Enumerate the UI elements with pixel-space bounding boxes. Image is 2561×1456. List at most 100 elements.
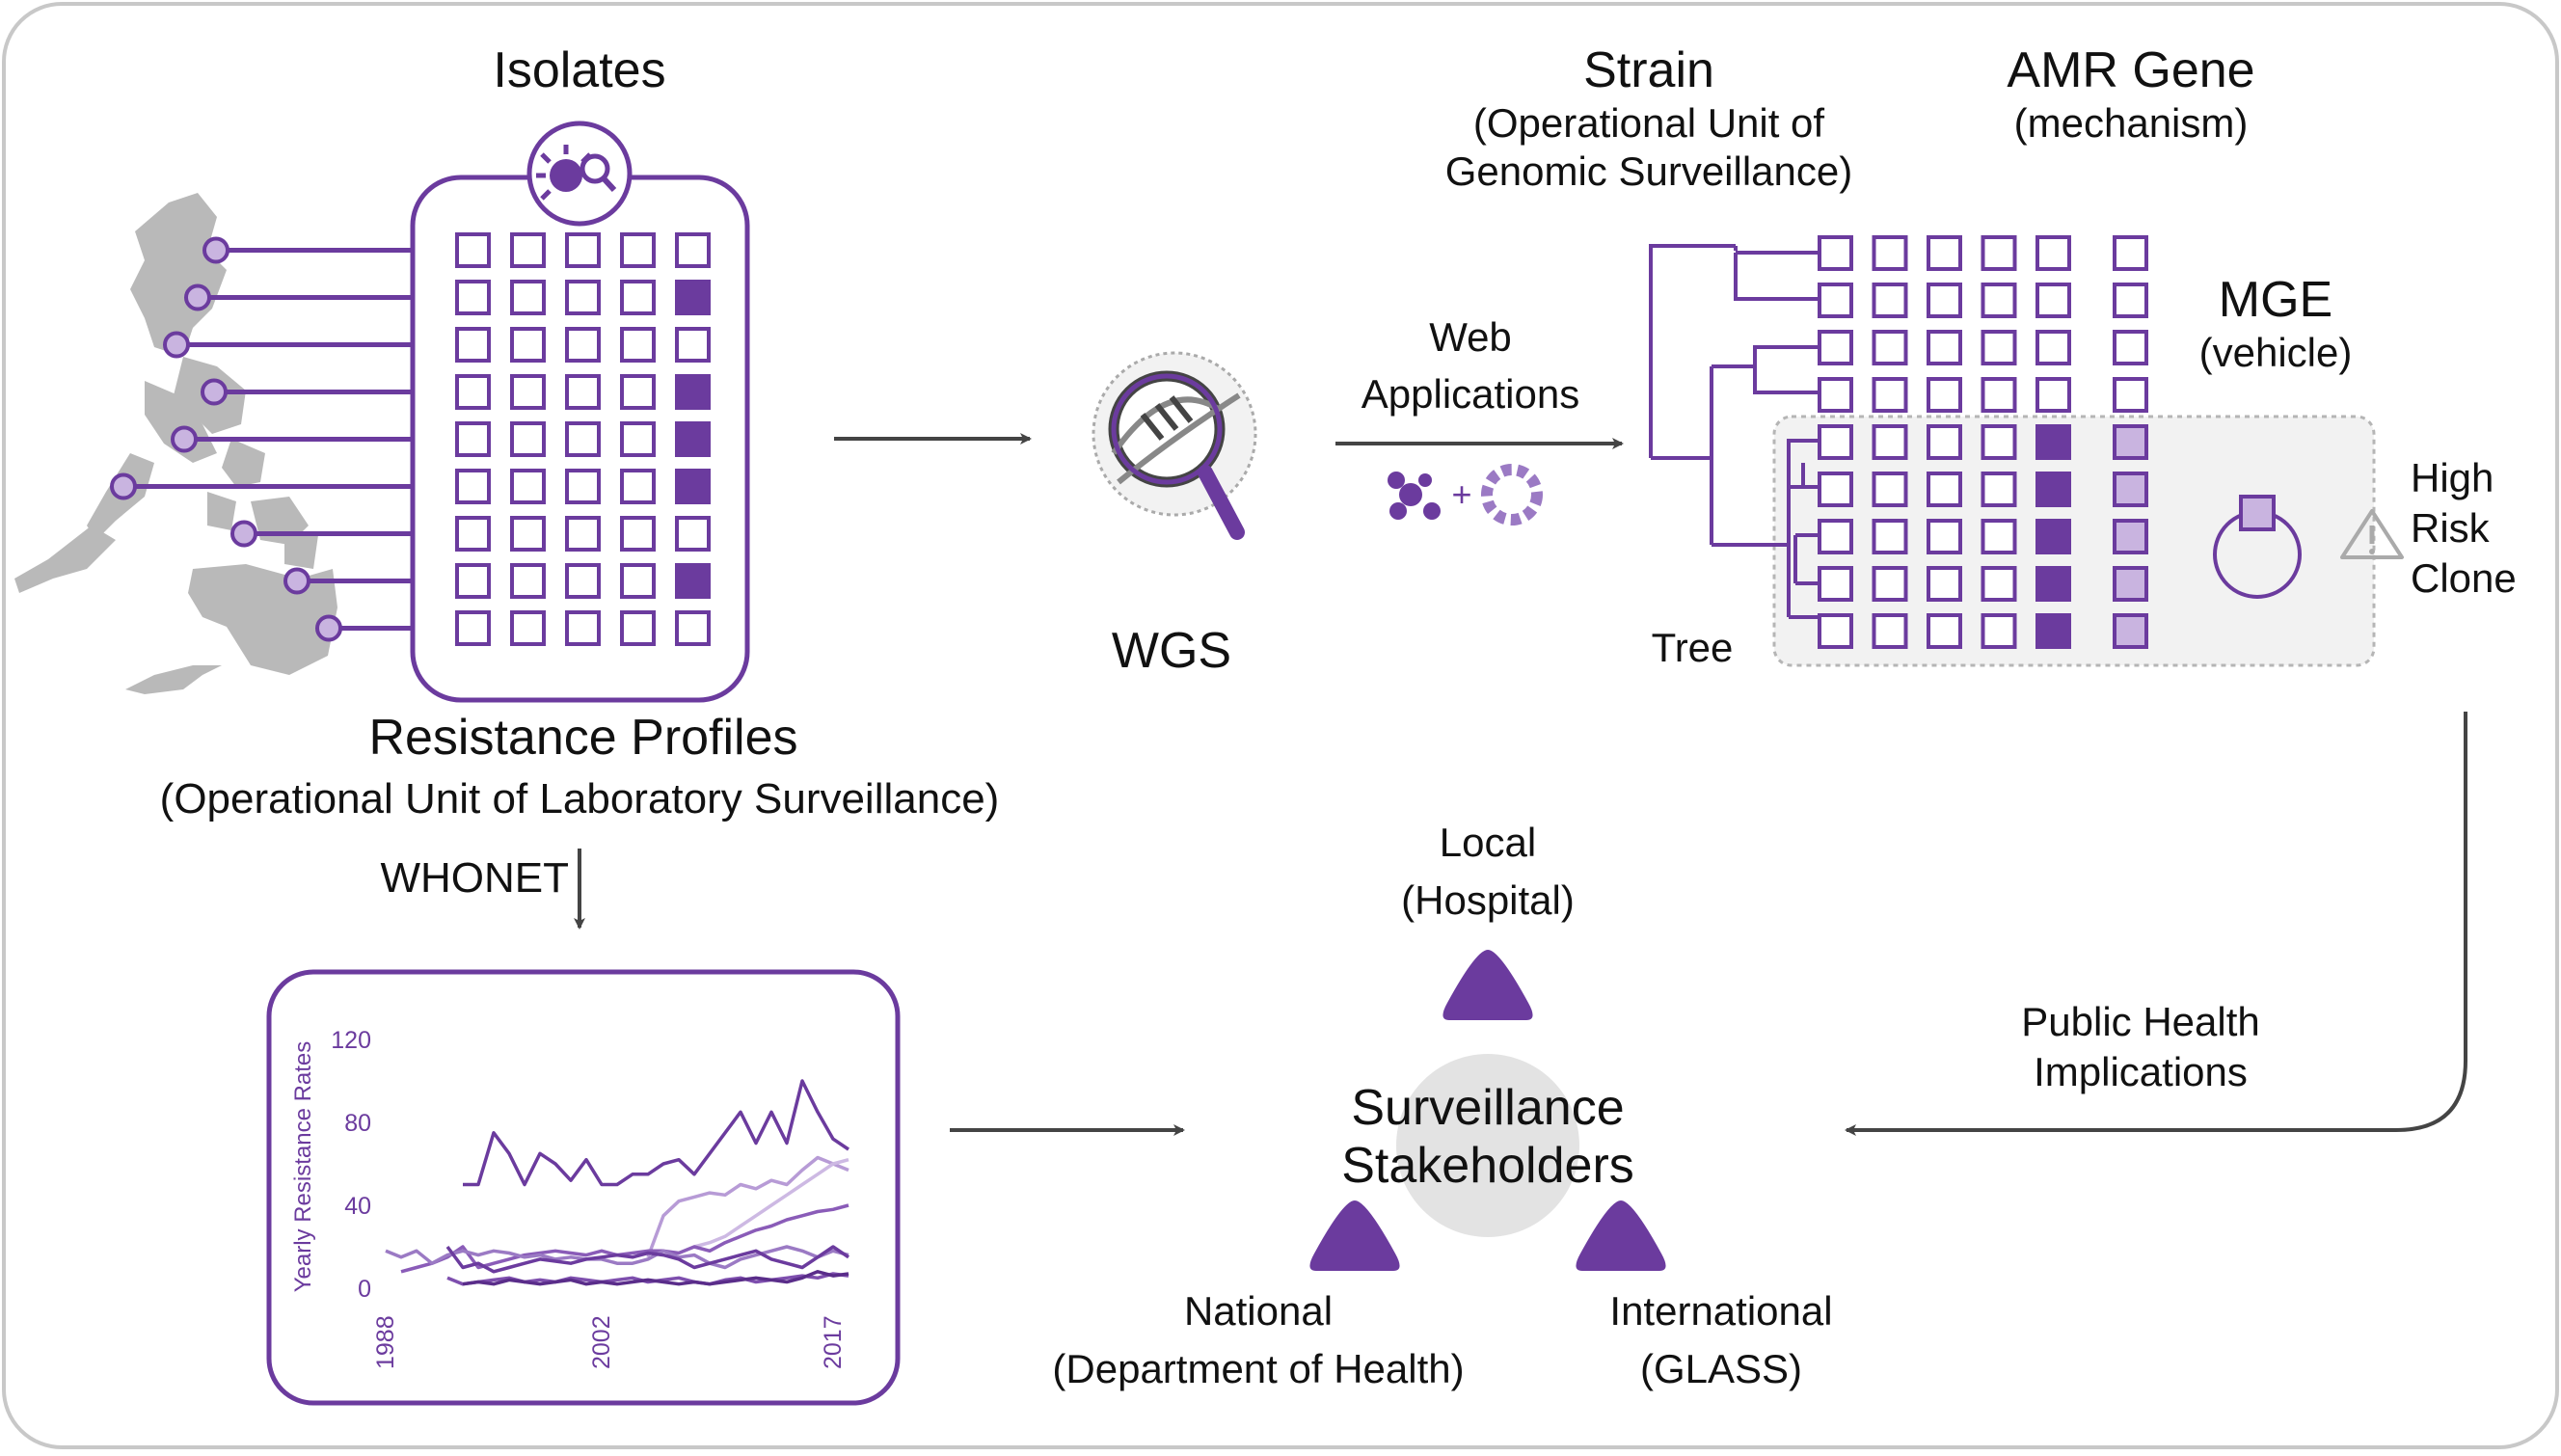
- stakeholders-line2: Stakeholders: [1341, 1138, 1634, 1194]
- international-line1: International: [1609, 1288, 1833, 1334]
- strain-cell: [1818, 235, 1853, 271]
- stakeholders-line1: Surveillance: [1351, 1080, 1625, 1136]
- pin-dot: [110, 472, 137, 500]
- clone-label: Clone: [2411, 555, 2517, 601]
- isolate-cell: [510, 327, 546, 363]
- strain-cell: [1872, 377, 1908, 413]
- strain-cell: [1927, 235, 1962, 271]
- pin-dot: [163, 331, 190, 359]
- isolate-cell: [510, 280, 546, 315]
- isolate-cell: [510, 421, 546, 457]
- x-tick-label: 2017: [820, 1315, 847, 1369]
- isolate-cell: [620, 280, 656, 315]
- strain-cell: [2035, 330, 2071, 365]
- y-tick-label: 120: [331, 1027, 371, 1054]
- isolate-cell: [675, 469, 711, 504]
- isolate-cell: [510, 563, 546, 599]
- strain-cell: [2035, 566, 2071, 602]
- mechanism-subtitle: (mechanism): [2013, 100, 2249, 146]
- strain-cell: [1872, 330, 1908, 365]
- strain-cell: [1981, 613, 2017, 649]
- phylogenetic-tree: [1649, 244, 1818, 619]
- y-tick-label: 40: [344, 1193, 371, 1220]
- web-label: Web: [1429, 314, 1512, 360]
- strain-cell: [1818, 283, 1853, 318]
- national-line2: (Department of Health): [1052, 1346, 1465, 1391]
- pin-dot: [202, 236, 229, 264]
- warning-icon: [2340, 509, 2404, 559]
- strain-cell: [1872, 235, 1908, 271]
- applications-label: Applications: [1361, 371, 1580, 417]
- isolate-cell: [510, 610, 546, 646]
- mge-title: MGE: [2218, 272, 2333, 328]
- isolate-cell: [620, 232, 656, 268]
- strain-cell: [1872, 424, 1908, 460]
- isolate-cell: [565, 232, 601, 268]
- strain-cell: [1818, 566, 1853, 602]
- pin-dot: [230, 520, 257, 548]
- isolates-title: Isolates: [493, 42, 666, 98]
- wgs-magnifier-icon: [1092, 351, 1257, 540]
- tree-label: Tree: [1651, 625, 1734, 670]
- isolate-cell: [675, 374, 711, 410]
- public-health-line2: Implications: [2034, 1049, 2248, 1094]
- mge-cell: [2113, 613, 2148, 649]
- isolate-cell: [565, 280, 601, 315]
- isolate-cell: [565, 516, 601, 552]
- isolate-cell: [510, 469, 546, 504]
- svg-text:+: +: [1451, 474, 1471, 514]
- amr-gene-title: AMR Gene: [2007, 42, 2255, 98]
- strain-cell: [1981, 235, 2017, 271]
- strain-cell: [1927, 613, 1962, 649]
- isolate-cell: [675, 516, 711, 552]
- strain-cell: [1872, 519, 1908, 554]
- isolate-cell: [565, 421, 601, 457]
- isolate-cell: [565, 327, 601, 363]
- arrow-public-health: [1845, 712, 2467, 1136]
- local-line1: Local: [1439, 820, 1537, 865]
- strain-cell: [1981, 472, 2017, 507]
- stakeholders-hub: [1396, 1054, 1579, 1237]
- isolate-cell: [455, 610, 491, 646]
- strain-cell: [1981, 283, 2017, 318]
- mge-cell: [2113, 424, 2148, 460]
- genomic-unit-line2: Genomic Surveillance): [1444, 148, 1853, 194]
- y-tick-label: 80: [344, 1110, 371, 1137]
- isolate-cell: [675, 610, 711, 646]
- series-line: [385, 1245, 849, 1270]
- isolate-cell: [565, 374, 601, 410]
- series-line: [646, 1155, 849, 1258]
- isolate-cell: [455, 374, 491, 410]
- y-tick-label: 0: [358, 1276, 371, 1303]
- strain-cell: [1872, 283, 1908, 318]
- mge-cell: [2113, 519, 2148, 554]
- isolate-cell: [620, 421, 656, 457]
- pin-dot: [171, 425, 198, 453]
- isolate-cell: [620, 563, 656, 599]
- resistance-profiles-title: Resistance Profiles: [368, 710, 798, 766]
- isolate-cell: [455, 327, 491, 363]
- isolate-cell: [620, 610, 656, 646]
- pin-dot: [201, 378, 228, 406]
- strain-cell: [1818, 519, 1853, 554]
- strain-cell: [1927, 377, 1962, 413]
- isolate-cell: [565, 610, 601, 646]
- isolate-cell: [675, 232, 711, 268]
- strain-cell: [1981, 566, 2017, 602]
- strain-cell: [1927, 330, 1962, 365]
- isolate-grid: [455, 232, 711, 646]
- isolate-cell: [620, 469, 656, 504]
- isolate-cell: [675, 563, 711, 599]
- bacteria-magnifier-icon: [526, 121, 633, 227]
- isolate-cell: [455, 516, 491, 552]
- high-risk-panel: [1772, 415, 2376, 667]
- plasmid-icon: [2213, 495, 2302, 599]
- isolate-cell: [620, 516, 656, 552]
- series-line: [445, 1245, 849, 1274]
- series-line: [463, 1079, 849, 1187]
- local-triangle: [1442, 950, 1533, 1020]
- series-line: [462, 1270, 849, 1286]
- wgs-label: WGS: [1111, 623, 1232, 679]
